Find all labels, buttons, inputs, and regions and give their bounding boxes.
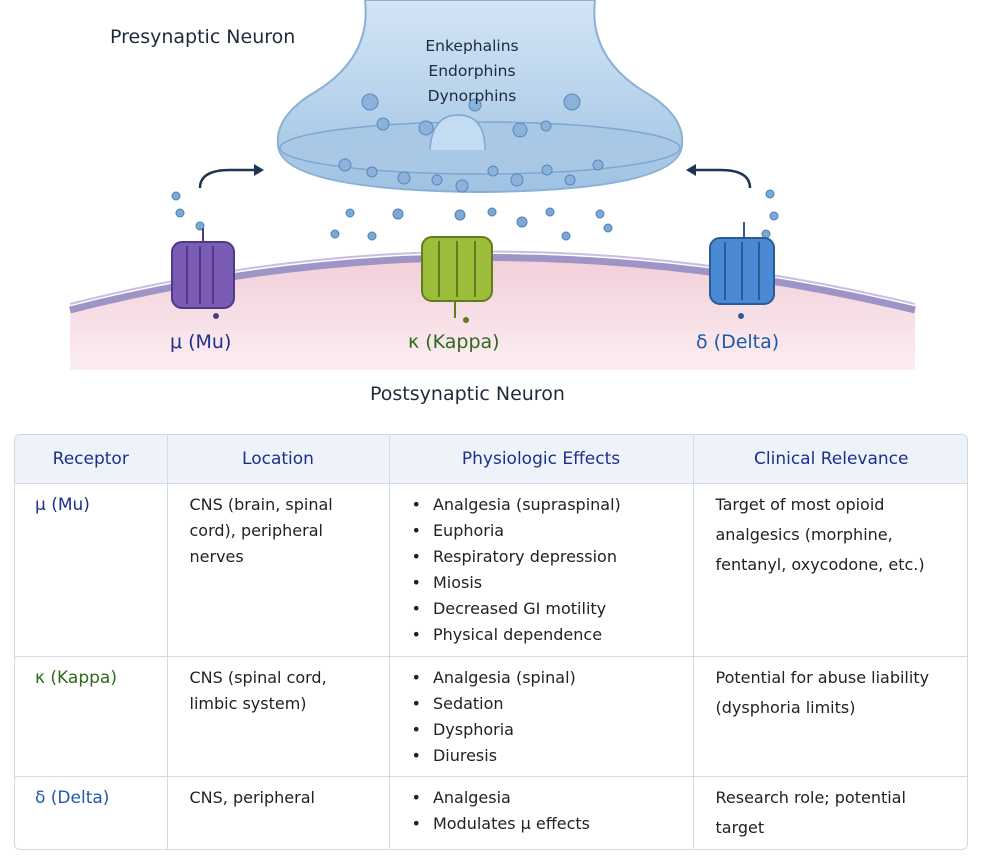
mu-receptor <box>171 228 235 319</box>
delta-receptor <box>709 222 775 319</box>
receptor-cell: μ (Mu) <box>15 483 168 657</box>
table-row: κ (Kappa) CNS (spinal cord, limbic syste… <box>15 656 967 777</box>
vesicles <box>338 93 604 193</box>
location-cell: CNS (spinal cord, limbic system) <box>167 656 390 777</box>
postsynaptic-label: Postsynaptic Neuron <box>370 383 565 405</box>
kappa-receptor-label: κ (Kappa) <box>408 331 500 353</box>
effect-item: Modulates μ effects <box>412 811 681 837</box>
synapse-illustration <box>0 0 984 420</box>
effect-item: Decreased GI motility <box>412 596 681 622</box>
receptor-cell: κ (Kappa) <box>15 656 168 777</box>
presynaptic-label: Presynaptic Neuron <box>110 26 296 48</box>
effects-cell: Analgesia (supraspinal) Euphoria Respira… <box>389 483 694 657</box>
location-cell: CNS, peripheral <box>167 776 390 849</box>
clinical-cell: Potential for abuse liability (dysphoria… <box>693 656 967 777</box>
neurotransmitter-label: Enkephalins <box>425 37 519 55</box>
effect-item: Respiratory depression <box>412 544 681 570</box>
delta-receptor-label: δ (Delta) <box>696 331 780 353</box>
neurotransmitter-label: Endorphins <box>428 62 516 80</box>
clinical-cell: Research role; potential target <box>715 787 906 837</box>
effect-item: Physical dependence <box>412 622 681 648</box>
clinical-cell: Target of most opioid analgesics (morphi… <box>693 483 967 657</box>
receptor-table: Receptor Location Physiologic Effects Cl… <box>14 434 968 850</box>
header-receptor: Receptor <box>15 435 168 484</box>
table-row: μ (Mu) CNS (brain, spinal cord), periphe… <box>15 483 967 657</box>
effect-item: Diuresis <box>412 743 681 769</box>
synapse-diagram: Presynaptic Neuron Enkephalins Endorphin… <box>0 0 984 420</box>
released-neurotransmitters <box>171 189 779 241</box>
header-clinical: Clinical Relevance <box>693 435 967 484</box>
header-effects: Physiologic Effects <box>389 435 694 484</box>
receptor-cell: δ (Delta) <box>15 776 168 849</box>
mu-receptor-label: μ (Mu) <box>170 331 232 353</box>
effects-cell: Analgesia (spinal) Sedation Dysphoria Di… <box>389 656 694 777</box>
effect-item: Euphoria <box>412 518 681 544</box>
neurotransmitter-label: Dynorphins <box>427 87 517 105</box>
effect-item: Dysphoria <box>412 717 681 743</box>
effect-item: Analgesia (spinal) <box>412 665 681 691</box>
kappa-receptor <box>421 236 493 323</box>
effect-item: Miosis <box>412 570 681 596</box>
table-row: δ (Delta) CNS, peripheral Analgesia Modu… <box>15 776 967 849</box>
effects-cell: Analgesia Modulates μ effects <box>389 776 694 849</box>
effect-item: Analgesia <box>412 785 681 811</box>
location-cell: CNS (brain, spinal cord), peripheral ner… <box>167 483 390 657</box>
table-header-row: Receptor Location Physiologic Effects Cl… <box>15 435 967 484</box>
postsynaptic-membrane-body <box>70 257 915 372</box>
effect-item: Analgesia (supraspinal) <box>412 492 681 518</box>
header-location: Location <box>167 435 390 484</box>
effect-item: Sedation <box>412 691 681 717</box>
